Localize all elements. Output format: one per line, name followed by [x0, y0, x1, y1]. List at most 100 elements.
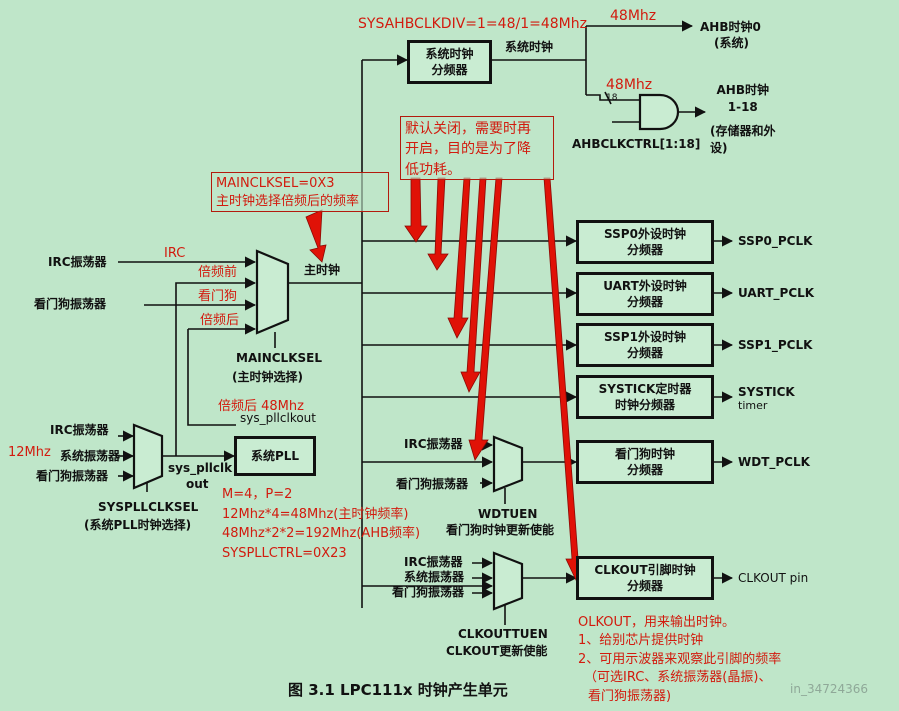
pll-param-line: 12Mhz*4=48Mhz(主时钟频率) — [222, 506, 409, 522]
main-clock-mux — [255, 249, 290, 335]
clkout-note-line: 2、可用示波器来观察此引脚的频率 — [578, 651, 782, 667]
note-line: 开启，目的是为了降 — [405, 141, 531, 158]
red-arrow-main — [305, 209, 327, 263]
systick-line: timer — [738, 399, 768, 413]
ahb0-line: (系统) — [714, 35, 749, 50]
pllclk-line: sys_pllclk — [168, 461, 233, 475]
uart-pclk-label: UART_PCLK — [738, 286, 815, 300]
mhz12-label: 12Mhz — [8, 445, 51, 460]
before-multiply-label: 倍频前 — [198, 265, 238, 280]
clkout-pin-label: CLKOUT pin — [738, 571, 809, 585]
after-multiply-label: 倍频后 — [200, 313, 240, 328]
red-arrow-ssp0 — [404, 177, 428, 243]
ahb118-line: 1-18 — [727, 100, 758, 115]
box-line: 分频器 — [626, 243, 663, 257]
box-line: 时钟分频器 — [614, 398, 675, 412]
systick-timer-label: SYSTICK timer — [738, 385, 795, 413]
clkout-update-label: CLKOUT更新使能 — [446, 644, 548, 658]
pll-param-line: 48Mhz*2*2=192Mhz(AHB频率) — [222, 526, 421, 541]
irc-osc-clk-label: IRC振荡器 — [404, 555, 463, 569]
clkout-note-line: 看门狗振荡器) — [588, 688, 672, 704]
ahbclkctrl-label: AHBCLKCTRL[1:18] — [572, 137, 701, 151]
ssp0-pclk-label: SSP0_PCLK — [738, 234, 813, 248]
wdt-osc-pll-label: 看门狗振荡器 — [36, 469, 109, 483]
syspll-mux — [132, 423, 164, 490]
irc-red-label: IRC — [164, 246, 186, 261]
wdt-osc-clk-label: 看门狗振荡器 — [392, 585, 465, 599]
ahb1-18-label: AHB时钟 1-18 (存储器和外 设) — [710, 82, 776, 158]
box-line: 分频器 — [626, 463, 663, 477]
box-line: 分频器 — [626, 295, 663, 309]
box-line: 分频器 — [626, 346, 663, 360]
system-clock-divider-box: 系统时钟 分频器 — [407, 40, 492, 84]
red-arrow-ssp1 — [447, 177, 471, 339]
red-arrow-systick — [460, 177, 487, 393]
ahb-gate-freq-label: 48Mhz — [606, 77, 653, 93]
sysahbclkdiv-label: SYSAHBCLKDIV=1=48/1=48Mhz — [358, 16, 587, 32]
irc-osc-wdt-label: IRC振荡器 — [404, 437, 463, 451]
box-line: 系统时钟 — [425, 46, 474, 61]
box-line: 看门狗时钟 — [614, 446, 675, 461]
irc-osc-pll-label: IRC振荡器 — [50, 423, 109, 437]
clkouttuen-label: CLKOUTTUEN — [458, 627, 548, 641]
syspllclksel-label: SYSPLLCLKSEL — [98, 500, 199, 514]
box-line: SYSTICK定时器 — [598, 381, 692, 396]
ahb118-line: (存储器和外 — [710, 123, 776, 138]
ahb-and-gate — [638, 93, 680, 131]
clkout-note-line: OLKOUT，用来输出时钟。 — [578, 615, 735, 630]
ahb0-label: AHB时钟0 (系统) — [700, 20, 761, 51]
clkout-divider-box: CLKOUT引脚时钟 分频器 — [576, 556, 714, 600]
wdt-mux — [492, 435, 524, 493]
box-line: 分频器 — [626, 579, 663, 593]
sys-pllclkout-label: sys_pllclkout — [240, 411, 316, 425]
ahb118-line: 设) — [710, 141, 728, 156]
watchdog-red-label: 看门狗 — [198, 289, 238, 304]
box-line: CLKOUT引脚时钟 — [594, 562, 696, 577]
watermark: in_34724366 — [790, 682, 869, 696]
after-multiply-48-label: 倍频后 48Mhz — [218, 399, 304, 414]
mainclksel-register-note: MAINCLKSEL=0X3 主时钟选择倍频后的频率 — [211, 172, 389, 212]
pllclk-line: out — [186, 477, 209, 492]
wdt-osc-main-label: 看门狗振荡器 — [34, 297, 107, 311]
box-line: SSP1外设时钟 — [604, 329, 686, 344]
syspllclksel-sub-label: (系统PLL时钟选择) — [84, 518, 192, 532]
default-off-note: 默认关闭，需要时再 开启，目的是为了降 低功耗。 — [400, 116, 554, 180]
sys-osc-pll-label: 系统振荡器 — [60, 449, 121, 463]
ahb0-line: AHB时钟0 — [700, 20, 761, 34]
sys-pllclk-out-label: sys_pllclk out — [168, 460, 232, 492]
wdtuen-sub-label: 看门狗时钟更新使能 — [446, 523, 555, 537]
ahb0-freq-label: 48Mhz — [610, 8, 657, 24]
box-line: 系统PLL — [250, 448, 300, 463]
pll-param-line: SYSPLLCTRL=0X23 — [222, 545, 347, 561]
pll-param-line: M=4，P=2 — [222, 487, 293, 502]
systick-divider-box: SYSTICK定时器 时钟分频器 — [576, 375, 714, 419]
wdt-osc-wdt-label: 看门狗振荡器 — [396, 477, 469, 491]
uart-divider-box: UART外设时钟 分频器 — [576, 272, 714, 316]
wdt-pclk-label: WDT_PCLK — [738, 455, 810, 469]
clkout-mux — [492, 551, 524, 611]
ahb118-line: AHB时钟 — [716, 83, 769, 97]
note-line: 低功耗。 — [405, 161, 461, 178]
note-line: MAINCLKSEL=0X3 — [216, 176, 335, 191]
box-line: SSP0外设时钟 — [604, 226, 686, 241]
irc-osc-main-label: IRC振荡器 — [48, 255, 107, 269]
bus-width-label: 18 — [606, 93, 618, 103]
systick-line: SYSTICK — [738, 385, 795, 399]
pll-params-label: M=4，P=2 12Mhz*4=48Mhz(主时钟频率) 48Mhz*2*2=1… — [222, 485, 420, 563]
wdt-divider-box: 看门狗时钟 分频器 — [576, 440, 714, 484]
clkout-note-line: （可选IRC、系统振荡器(晶振)、 — [584, 670, 772, 686]
note-line: 主时钟选择倍频后的频率 — [216, 193, 360, 209]
wdtuen-label: WDTUEN — [478, 507, 538, 521]
note-line: 默认关闭，需要时再 — [405, 121, 531, 137]
ssp1-pclk-label: SSP1_PCLK — [738, 338, 813, 352]
mainclksel-sub-label: (主时钟选择) — [232, 370, 303, 384]
mainclksel-label: MAINCLKSEL — [236, 351, 322, 365]
ssp0-divider-box: SSP0外设时钟 分频器 — [576, 220, 714, 264]
red-arrow-uart — [427, 177, 449, 271]
main-clock-label: 主时钟 — [304, 263, 341, 277]
red-arrow-wdt — [468, 177, 503, 461]
box-line: UART外设时钟 — [603, 278, 687, 293]
clkout-note: OLKOUT，用来输出时钟。 1、给别芯片提供时钟 2、可用示波器来观察此引脚的… — [578, 614, 781, 706]
box-line: 分频器 — [431, 63, 468, 77]
